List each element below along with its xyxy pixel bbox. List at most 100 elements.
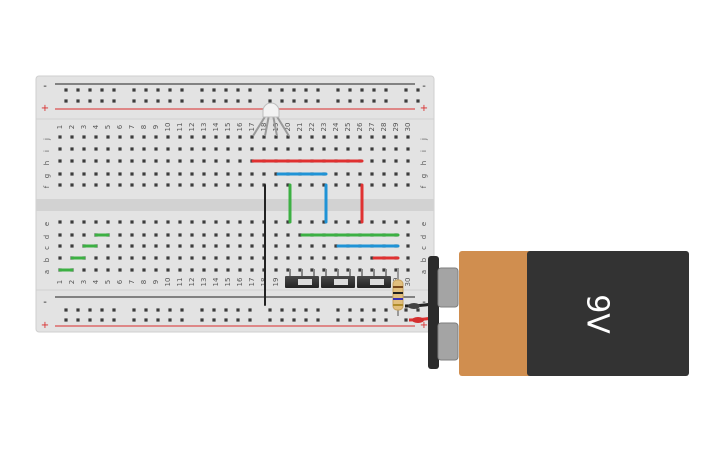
hole-c16[interactable] <box>238 244 242 248</box>
hole-b17[interactable] <box>250 256 254 260</box>
hole-f12[interactable] <box>190 183 194 187</box>
hole-i15[interactable] <box>226 147 230 151</box>
hole-i22[interactable] <box>310 147 314 151</box>
hole-d13[interactable] <box>202 233 206 237</box>
hole-j15[interactable] <box>226 135 230 139</box>
hole-e30[interactable] <box>406 220 410 224</box>
hole-b24[interactable] <box>334 256 338 260</box>
hole-c24[interactable] <box>334 244 338 248</box>
hole-g28[interactable] <box>382 172 386 176</box>
hole-h11[interactable] <box>178 159 182 163</box>
hole-a7[interactable] <box>130 268 134 272</box>
hole-f10[interactable] <box>166 183 170 187</box>
hole-g27[interactable] <box>370 172 374 176</box>
hole-d20[interactable] <box>286 233 290 237</box>
hole-h28[interactable] <box>382 159 386 163</box>
rail-hole-1-23[interactable] <box>372 99 376 103</box>
rail-hole-3-7[interactable] <box>156 318 160 322</box>
hole-f15[interactable] <box>226 183 230 187</box>
hole-i3[interactable] <box>82 147 86 151</box>
hole-e21[interactable] <box>298 220 302 224</box>
hole-f25[interactable] <box>346 183 350 187</box>
hole-a25[interactable] <box>346 268 350 272</box>
rail-hole-0-6[interactable] <box>144 88 148 92</box>
hole-i12[interactable] <box>190 147 194 151</box>
hole-f6[interactable] <box>118 183 122 187</box>
hole-j5[interactable] <box>106 135 110 139</box>
hole-c12[interactable] <box>190 244 194 248</box>
rail-hole-3-13[interactable] <box>236 318 240 322</box>
hole-b7[interactable] <box>130 256 134 260</box>
hole-j7[interactable] <box>130 135 134 139</box>
rail-hole-2-25[interactable] <box>404 308 408 312</box>
hole-f22[interactable] <box>310 183 314 187</box>
rail-hole-3-24[interactable] <box>384 318 388 322</box>
hole-j2[interactable] <box>70 135 74 139</box>
rail-hole-3-14[interactable] <box>248 318 252 322</box>
hole-a30[interactable] <box>406 268 410 272</box>
hole-e4[interactable] <box>94 220 98 224</box>
hole-a29[interactable] <box>394 268 398 272</box>
hole-b10[interactable] <box>166 256 170 260</box>
hole-a19[interactable] <box>274 268 278 272</box>
hole-i30[interactable] <box>406 147 410 151</box>
rail-hole-2-13[interactable] <box>236 308 240 312</box>
hole-a13[interactable] <box>202 268 206 272</box>
rail-hole-1-5[interactable] <box>132 99 136 103</box>
rail-hole-2-21[interactable] <box>348 308 352 312</box>
hole-a4[interactable] <box>94 268 98 272</box>
hole-d19[interactable] <box>274 233 278 237</box>
rail-hole-0-1[interactable] <box>76 88 80 92</box>
hole-a9[interactable] <box>154 268 158 272</box>
hole-i6[interactable] <box>118 147 122 151</box>
hole-d21[interactable] <box>298 233 302 237</box>
hole-b19[interactable] <box>274 256 278 260</box>
hole-e9[interactable] <box>154 220 158 224</box>
rail-hole-3-8[interactable] <box>168 318 172 322</box>
hole-e3[interactable] <box>82 220 86 224</box>
rail-hole-0-5[interactable] <box>132 88 136 92</box>
hole-f28[interactable] <box>382 183 386 187</box>
hole-i11[interactable] <box>178 147 182 151</box>
rail-hole-1-3[interactable] <box>100 99 104 103</box>
rail-hole-2-24[interactable] <box>384 308 388 312</box>
rail-hole-2-1[interactable] <box>76 308 80 312</box>
hole-j4[interactable] <box>94 135 98 139</box>
hole-b30[interactable] <box>406 256 410 260</box>
rail-hole-0-22[interactable] <box>360 88 364 92</box>
hole-f1[interactable] <box>58 183 62 187</box>
hole-h27[interactable] <box>370 159 374 163</box>
rail-hole-3-22[interactable] <box>360 318 364 322</box>
rail-hole-1-11[interactable] <box>212 99 216 103</box>
hole-f9[interactable] <box>154 183 158 187</box>
rail-hole-2-9[interactable] <box>180 308 184 312</box>
hole-f21[interactable] <box>298 183 302 187</box>
rail-hole-2-4[interactable] <box>112 308 116 312</box>
hole-g30[interactable] <box>406 172 410 176</box>
hole-e2[interactable] <box>70 220 74 224</box>
hole-a14[interactable] <box>214 268 218 272</box>
rail-hole-1-18[interactable] <box>304 99 308 103</box>
rail-hole-2-8[interactable] <box>168 308 172 312</box>
hole-g11[interactable] <box>178 172 182 176</box>
rail-hole-3-2[interactable] <box>88 318 92 322</box>
hole-f23[interactable] <box>322 183 326 187</box>
hole-j13[interactable] <box>202 135 206 139</box>
hole-e28[interactable] <box>382 220 386 224</box>
hole-f30[interactable] <box>406 183 410 187</box>
hole-d6[interactable] <box>118 233 122 237</box>
hole-i8[interactable] <box>142 147 146 151</box>
rail-hole-3-25[interactable] <box>404 318 408 322</box>
hole-a27[interactable] <box>370 268 374 272</box>
rail-hole-0-25[interactable] <box>404 88 408 92</box>
hole-i19[interactable] <box>274 147 278 151</box>
rail-hole-0-10[interactable] <box>200 88 204 92</box>
rail-hole-1-25[interactable] <box>404 99 408 103</box>
rail-hole-2-0[interactable] <box>64 308 68 312</box>
hole-d16[interactable] <box>238 233 242 237</box>
hole-g3[interactable] <box>82 172 86 176</box>
hole-h15[interactable] <box>226 159 230 163</box>
hole-h30[interactable] <box>406 159 410 163</box>
hole-g5[interactable] <box>106 172 110 176</box>
hole-b23[interactable] <box>322 256 326 260</box>
